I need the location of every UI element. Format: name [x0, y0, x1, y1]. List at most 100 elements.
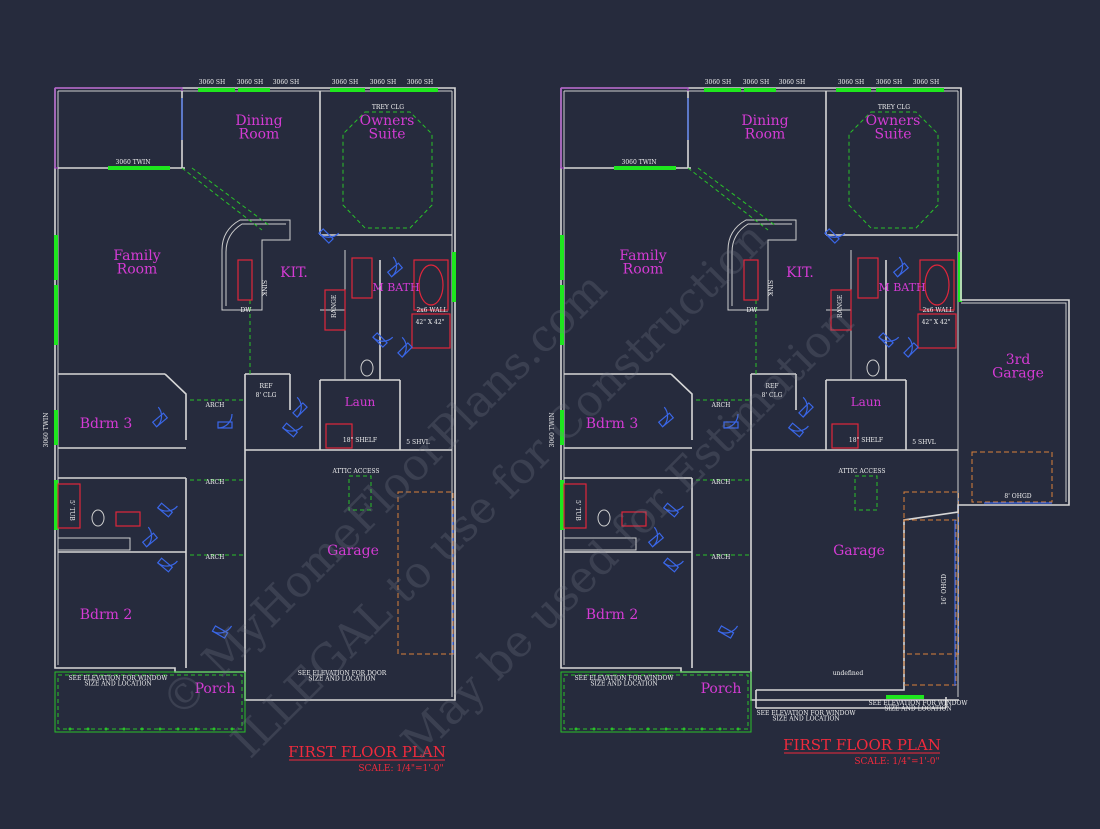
- dishwasher-label: DW: [241, 307, 253, 314]
- room-label-garage: Garage: [833, 543, 885, 559]
- kitchen-island-edge: [731, 223, 792, 306]
- vanity: [857, 257, 879, 299]
- sink-label: SINK: [260, 280, 267, 297]
- appliance-label: REF: [259, 383, 272, 390]
- ceiling-note: TREY CLG: [372, 104, 404, 111]
- attic-access: [348, 475, 372, 511]
- ceiling-line: [181, 167, 263, 231]
- room-label-laundry: Laun: [851, 395, 882, 409]
- toilet: [866, 359, 880, 377]
- shower-size: 42" X 42": [922, 319, 951, 326]
- shower: [917, 313, 957, 349]
- ceiling-line: [687, 167, 769, 231]
- toilet: [360, 359, 374, 377]
- room-label-porch: Porch: [195, 681, 236, 697]
- porch-rail: [563, 674, 749, 730]
- door-swing: [662, 502, 684, 518]
- door-arc: [146, 526, 153, 548]
- door-arc: [788, 425, 809, 432]
- door-arc: [157, 505, 178, 512]
- attic-access: [854, 475, 878, 511]
- window-tag: 3060 TWIN: [549, 413, 556, 448]
- sink: [237, 259, 253, 301]
- door-arc: [878, 336, 900, 342]
- door-arc: [157, 560, 178, 567]
- door-arc: [723, 413, 739, 429]
- porch-outline: [560, 671, 752, 733]
- window-tag: 3060 TWIN: [622, 159, 657, 166]
- sink-label: SINK: [766, 280, 773, 297]
- porch-post: [230, 727, 234, 731]
- car-outline: [903, 519, 957, 686]
- room-label-bedroom-2: Bdrm 2: [586, 607, 639, 623]
- car-outline: [397, 491, 454, 655]
- door-swing: [372, 332, 394, 348]
- arch-note: ARCH: [205, 554, 225, 561]
- porch-post: [682, 727, 686, 731]
- ceiling-note: 8' CLG: [762, 392, 783, 399]
- door-swing: [657, 406, 675, 428]
- tub: [57, 483, 81, 529]
- room-label-master-bath: M BATH: [878, 281, 925, 294]
- toilet: [91, 509, 105, 527]
- door-swing: [141, 526, 159, 548]
- appliance-label: REF: [765, 383, 778, 390]
- door-arc: [372, 336, 394, 342]
- door-swing: [892, 256, 910, 278]
- door-arc: [212, 625, 233, 634]
- door-swing: [281, 422, 303, 438]
- window-tag: 3060 SH: [273, 79, 300, 86]
- shelf-note: 5 SHVL: [406, 439, 429, 446]
- ceiling-note: 8' CLG: [256, 392, 277, 399]
- door-arc: [401, 336, 407, 358]
- covered-area-outline: [560, 87, 689, 169]
- door-swing: [156, 502, 178, 518]
- door-swing: [217, 413, 233, 429]
- ceiling-line: [697, 167, 777, 227]
- wall-note: 2x6 WALL: [416, 307, 447, 314]
- trey-ceiling-outline: [342, 111, 433, 229]
- window-tag: 3060 SH: [876, 79, 903, 86]
- window-tag: 3060 SH: [237, 79, 264, 86]
- sink: [743, 259, 759, 301]
- porch-post: [122, 727, 126, 731]
- arch-note: ARCH: [711, 479, 731, 486]
- arch-note: ARCH: [711, 554, 731, 561]
- door-swing: [397, 336, 413, 358]
- door-leaf: [397, 342, 413, 358]
- door-swing: [386, 256, 404, 278]
- door-leaf: [372, 332, 388, 348]
- door-leaf: [156, 557, 174, 573]
- door-leaf: [717, 625, 735, 639]
- garage-door-tag: 16' OHGD: [941, 574, 948, 605]
- door-leaf: [647, 532, 665, 548]
- door-swing: [798, 396, 814, 418]
- shelf-note: 18" SHELF: [343, 437, 377, 444]
- door-arc: [296, 396, 302, 418]
- door-leaf: [211, 625, 229, 639]
- toilet: [597, 509, 611, 527]
- door-leaf: [723, 421, 739, 429]
- door-swing: [903, 336, 919, 358]
- door-arc: [652, 526, 659, 548]
- porch-post: [194, 727, 198, 731]
- window-tag: 3060 SH: [370, 79, 397, 86]
- ceiling-line: [191, 167, 271, 227]
- porch-post: [700, 727, 704, 731]
- door-leaf: [892, 262, 910, 278]
- door-swing: [824, 228, 846, 244]
- range-label: RANGE: [837, 295, 844, 318]
- door-swing: [717, 625, 739, 639]
- plan-title: FIRST FLOOR PLAN: [783, 736, 941, 754]
- sink-counter: [621, 511, 647, 527]
- door-arc: [802, 396, 808, 418]
- door-arc: [663, 505, 684, 512]
- tub-basin: [924, 264, 950, 306]
- watermark-line: © MyHomeFloorPlans.com: [152, 263, 617, 728]
- shelf-note: 18" SHELF: [849, 437, 883, 444]
- window-tag: 3060 SH: [199, 79, 226, 86]
